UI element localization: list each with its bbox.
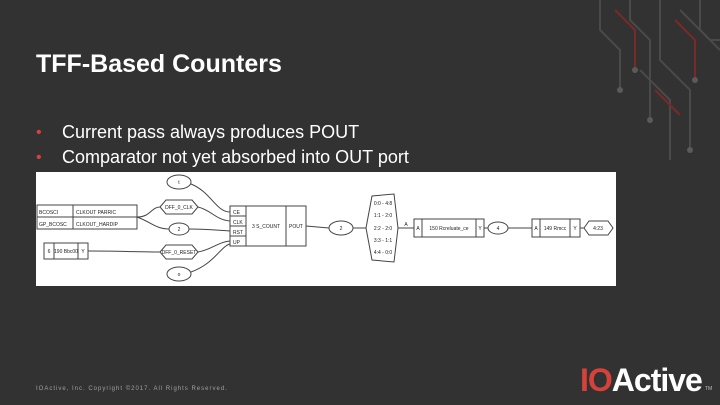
end-box	[583, 220, 614, 236]
ioactive-logo: IOActive	[580, 362, 703, 399]
compare-in: A	[416, 226, 420, 232]
block-name: 3 S_COUNT	[252, 224, 280, 230]
end-label: 4:23	[593, 226, 603, 232]
circuit-decoration	[599, 0, 720, 160]
mid-node-label: 2	[340, 226, 343, 232]
table-cell: BCOSCI	[39, 210, 58, 216]
value-box-out: Y	[81, 249, 85, 255]
dff-top-label: DFF_0_CLK	[165, 205, 193, 211]
port-label: CE	[233, 210, 241, 216]
bullet-text: Comparator not yet absorbed into OUT por…	[62, 147, 409, 167]
logo-active: Active	[611, 362, 703, 398]
block-out: POUT	[289, 224, 303, 230]
logo-io: IO	[580, 362, 613, 398]
logo-trademark: TM	[705, 386, 713, 392]
compare-out: Y	[478, 226, 482, 232]
port-label: RST	[233, 230, 243, 236]
table-cell: GP_BCOSC	[39, 222, 67, 228]
right-block-text: 149 Rmcc	[544, 226, 567, 232]
bullet-text: Current pass always produces POUT	[62, 122, 360, 142]
netlist-diagram: t o BCOSCI CLKOUT PARRIC GP_BCOSC CLKOUT…	[36, 172, 616, 286]
small-node-label: 2	[178, 227, 181, 233]
bus-row: 4:4 - 0:0	[374, 250, 393, 256]
bullet-list: • Current pass always produces POUT • Co…	[36, 120, 409, 170]
copyright-footer: IOActive, Inc. Copyright ©2017. All Righ…	[36, 386, 228, 392]
netlist-graph: t o BCOSCI CLKOUT PARRIC GP_BCOSC CLKOUT…	[36, 174, 614, 282]
port-label: UP	[233, 240, 241, 246]
bullet-icon: •	[36, 124, 42, 141]
bullet-item: • Current pass always produces POUT	[36, 120, 409, 145]
value-box-text: 190 Bbc00	[54, 249, 78, 255]
value-box-in: 6	[48, 249, 51, 255]
bus-row: 1:1 - 2:0	[374, 213, 393, 219]
slide-title: TFF-Based Counters	[36, 50, 282, 78]
bus-row: 3:3 - 1:1	[374, 238, 393, 244]
top-ellipse	[166, 174, 192, 190]
right-node-label: 4	[497, 226, 500, 232]
bus-row: 2:2 - 2:0	[374, 226, 393, 232]
right-block-out: Y	[573, 226, 577, 232]
bottom-node-label: o	[178, 272, 181, 278]
bullet-icon: •	[36, 149, 42, 166]
after-bus-label: A	[404, 222, 408, 228]
table-cell: CLKOUT_HARDIP	[76, 222, 119, 228]
bus-row: 0:0 - 4:8	[374, 201, 393, 207]
bottom-ellipse	[166, 266, 192, 282]
table-cell: CLKOUT PARRIC	[76, 210, 116, 216]
dff-bottom-label: DFF_0_RESET	[162, 250, 197, 256]
top-node-label: t	[178, 180, 180, 186]
port-label: CLK	[233, 220, 243, 226]
compare-text: 150 Rcreluate_ce	[429, 226, 468, 232]
bullet-item: • Comparator not yet absorbed into OUT p…	[36, 145, 409, 170]
right-block-in: A	[534, 226, 538, 232]
